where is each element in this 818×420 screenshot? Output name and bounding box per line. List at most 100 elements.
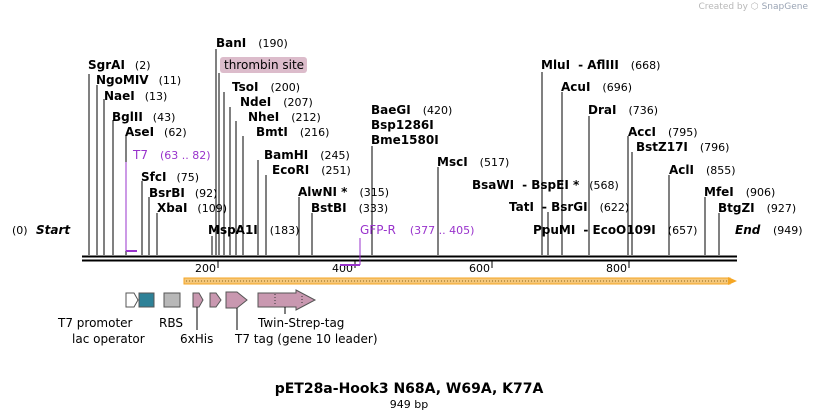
enzyme-ngomiv[interactable]: NgoMIV(11) — [96, 73, 181, 87]
feature-gfp-r-label: GFP-R(377 .. 405) — [360, 223, 474, 237]
enzyme-name: AlwNI * — [298, 185, 348, 199]
end-label: End — [735, 223, 761, 237]
enzyme-sgrai[interactable]: SgrAI (2) — [88, 58, 151, 72]
enzyme-name: BanI — [216, 36, 246, 50]
t7-promoter-icon[interactable] — [125, 292, 139, 308]
enzyme-name: NgoMIV — [96, 73, 149, 87]
enzyme-position: (2) — [135, 59, 151, 72]
enzyme-mspa1i[interactable]: MspA1I(183) — [208, 223, 299, 237]
enzyme-bme1580i[interactable]: Bme1580I — [371, 133, 439, 147]
enzyme-position: (668) — [631, 59, 661, 72]
enzyme-position: (190) — [258, 37, 288, 50]
enzyme-acci[interactable]: AccI(795) — [628, 125, 698, 139]
enzyme-name: BglII — [112, 110, 143, 124]
enzyme-bsp1286i[interactable]: Bsp1286I — [371, 118, 434, 132]
enzyme-name: BstZ17I — [636, 140, 688, 154]
t7-tag-arrow-icon[interactable] — [209, 292, 222, 308]
enzyme-naei[interactable]: NaeI(13) — [104, 89, 167, 103]
enzyme-name: BaeGI — [371, 103, 411, 117]
enzyme-baegi[interactable]: BaeGI (420) — [371, 103, 452, 117]
lac-operator-label: lac operator — [72, 332, 145, 346]
enzyme-position: (420) — [423, 104, 453, 117]
enzyme-nhei[interactable]: NheI(212) — [248, 110, 321, 124]
enzyme-tsoi[interactable]: TsoI (200) — [232, 80, 300, 94]
end-position: (949) — [773, 224, 803, 237]
enzyme-ppumi-eco0109i[interactable]: PpuMI- EcoO109I(657) — [533, 223, 697, 237]
his-tag-arrow-icon[interactable] — [192, 292, 204, 308]
enzyme-bglii[interactable]: BglII (43) — [112, 110, 175, 124]
feature-t7[interactable]: T7(63 .. 82) — [125, 148, 211, 252]
enzyme-name: BtgZI — [718, 201, 755, 215]
enzyme-asei[interactable]: AseI (62) — [125, 125, 187, 139]
enzyme-bmti[interactable]: BmtI(216) — [256, 125, 329, 139]
enzyme-acui[interactable]: AcuI(696) — [561, 80, 632, 94]
sequence-length: 949 bp — [390, 398, 428, 411]
enzyme-drai[interactable]: DraI(736) — [588, 103, 658, 117]
start-label: Start — [36, 223, 71, 237]
enzyme-mlui-afliii[interactable]: MluI- AflIII(668) — [541, 58, 660, 72]
enzyme-bstz17i[interactable]: BstZ17I(796) — [636, 140, 729, 154]
enzyme-name: BamHI — [264, 148, 308, 162]
enzyme-acli[interactable]: AclI(855) — [669, 163, 736, 177]
thrombin-site-box — [220, 57, 307, 73]
enzyme-name: SgrAI — [88, 58, 125, 72]
orf-arrowhead-icon — [728, 277, 737, 285]
enzyme-tati-bsrgi[interactable]: TatI- BsrGI(622) — [509, 200, 629, 214]
enzyme-name: NheI — [248, 110, 279, 124]
enzyme-bsrbi[interactable]: BsrBI(92) — [149, 186, 217, 200]
enzyme-name: MscI — [437, 155, 468, 169]
feature-gfp-r[interactable]: GFP-R(377 .. 405) — [340, 223, 474, 266]
credit-brand: SnapGene — [761, 2, 808, 12]
t7-tag-large-arrow-icon[interactable] — [225, 291, 248, 309]
enzyme-name: EcoRI — [272, 163, 309, 177]
enzyme-name: AseI — [125, 125, 154, 139]
enzyme-name: AclI — [669, 163, 694, 177]
backbone — [82, 255, 737, 262]
feature-t7-name: T7 — [132, 148, 148, 162]
enzyme-btgzi[interactable]: BtgZI(927) — [718, 201, 796, 215]
enzyme-position: (62) — [164, 126, 187, 139]
ruler-label-400: 400 — [332, 262, 353, 275]
enzyme-name: PpuMI — [533, 223, 575, 237]
enzyme-labels: SgrAI (2) NgoMIV(11) NaeI(13) BglII (43) A… — [88, 36, 796, 237]
enzyme-name: BsrBI — [149, 186, 185, 200]
enzyme-alwni[interactable]: AlwNI * (315) — [298, 185, 389, 199]
enzyme-position: (657) — [668, 224, 698, 237]
enzyme-bsawi-bspei[interactable]: BsaWI- BspEI *(568) — [472, 178, 619, 192]
enzyme-position: (200) — [270, 81, 300, 94]
enzyme-position: (315) — [359, 186, 389, 199]
enzyme-position: (736) — [628, 104, 658, 117]
enzyme-name: Bsp1286I — [371, 118, 434, 132]
enzyme-name: Bme1580I — [371, 133, 439, 147]
enzyme-site-lines — [88, 49, 720, 255]
enzyme-bstbi[interactable]: BstBI(333) — [311, 201, 388, 215]
twin-strep-tag-arrow-icon[interactable] — [257, 289, 317, 311]
enzyme-name: TsoI — [232, 80, 258, 94]
thrombin-site-label: thrombin site — [224, 58, 304, 72]
enzyme-sfci[interactable]: SfcI(75) — [141, 170, 199, 184]
enzyme-position: (568) — [589, 179, 619, 192]
enzyme-position: (216) — [300, 126, 330, 139]
enzyme-position: (251) — [321, 164, 351, 177]
enzyme-position: (43) — [153, 111, 176, 124]
enzyme-msci[interactable]: MscI(517) — [437, 155, 509, 169]
enzyme-name: TatI — [509, 200, 534, 214]
enzyme-position: (183) — [270, 224, 300, 237]
enzyme-name: AcuI — [561, 80, 590, 94]
thrombin-site[interactable]: thrombin site — [218, 57, 307, 255]
enzyme-name: MfeI — [704, 185, 734, 199]
enzyme-position: (109) — [197, 202, 227, 215]
orf-bar[interactable] — [183, 277, 737, 285]
enzyme-mfei[interactable]: MfeI(906) — [704, 185, 775, 199]
enzyme-bamhi[interactable]: BamHI (245) — [264, 148, 350, 162]
enzyme-ndei[interactable]: NdeI(207) — [240, 95, 313, 109]
enzyme-bani[interactable]: BanI (190) — [216, 36, 288, 50]
enzyme-name: BsaWI — [472, 178, 514, 192]
t7-promoter-label: T7 promoter — [57, 316, 133, 330]
enzyme-ecori[interactable]: EcoRI (251) — [272, 163, 351, 177]
t7-tag-label: T7 tag (gene 10 leader) — [234, 332, 378, 346]
rbs-icon[interactable] — [163, 292, 181, 308]
enzyme-position: (245) — [320, 149, 350, 162]
lac-operator-icon[interactable] — [138, 292, 155, 308]
enzyme-xbai[interactable]: XbaI(109) — [157, 201, 227, 215]
